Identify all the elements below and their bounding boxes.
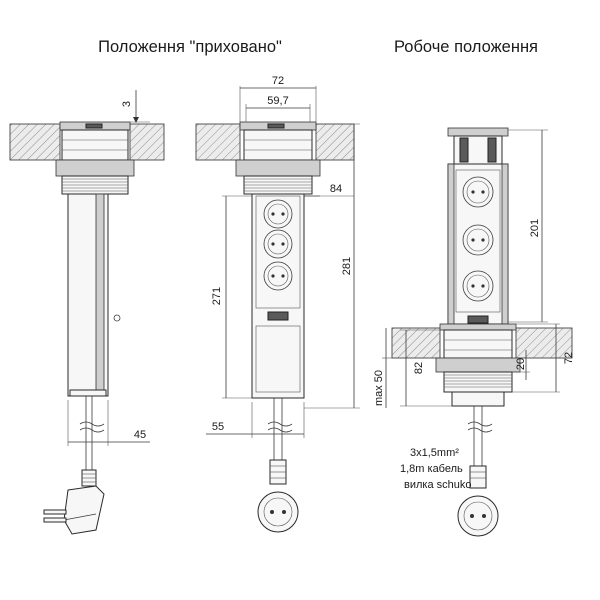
countertop-left-2 [195,123,241,161]
svg-text:271: 271 [211,287,223,305]
note-cable-section: 3x1,5mm² [410,447,459,459]
svg-text:82: 82 [413,362,425,374]
svg-text:84: 84 [330,183,342,195]
svg-text:3: 3 [121,101,133,107]
svg-text:281: 281 [341,257,353,275]
dim-side-84: 84 [304,183,354,197]
svg-text:201: 201 [529,219,541,237]
dim-height-281: 281 [304,123,360,409]
schuko-plug-front-icon [257,459,299,533]
socket-icon [263,229,293,259]
countertop-right-2 [315,123,355,161]
view-working: 201 82 max 50 20 72 3x1,5 [373,127,575,537]
mounting-nut-2 [235,159,321,177]
switch-icon [267,311,289,321]
svg-text:72: 72 [272,75,284,87]
view-front-hidden: 72 59,7 84 271 281 [195,75,360,533]
svg-text:45: 45 [134,429,146,441]
cap-top [447,127,509,137]
dim-width-72: 72 [239,75,317,122]
dim-top-3: 3 [121,90,150,125]
view-side-hidden: 3 45 [9,90,165,535]
dim-bottom-55: 55 [206,402,305,438]
mounting-nut [55,159,135,177]
dim-depth-82: 82 [400,329,452,407]
tower-body-front [251,193,305,399]
dim-bottom-45: 45 [67,400,150,446]
socket-icon [263,261,293,291]
socket-icon [462,270,494,302]
note-plug: вилка schuko [404,479,472,491]
svg-text:72: 72 [563,352,575,364]
dim-height-271: 271 [211,195,252,399]
socket-icon [462,224,494,256]
mounting-nut-3 [435,357,521,373]
switch-icon [467,315,489,324]
note-cable-length: 1,8m кабель [400,463,463,475]
svg-text:20: 20 [515,358,527,370]
title-working-position: Робоче положення [394,38,538,56]
svg-text:55: 55 [212,421,224,433]
countertop-left [9,123,61,161]
side-screw-icon [113,314,121,322]
countertop-right [129,123,165,161]
schuko-plug-front-icon [457,465,499,537]
dim-depth-72: 72 [512,323,575,393]
schuko-plug-side-icon [43,469,105,535]
cap-flange-3 [439,323,517,331]
dim-width-59-7: 59,7 [245,95,311,122]
neck-upper [61,129,129,161]
dim-max-50: max 50 [373,328,392,408]
countertop-left-3 [391,327,441,359]
tower-body-raised [447,163,509,325]
title-hidden-position: Положення "приховано" [98,38,282,56]
cap-latch [85,123,103,129]
dim-height-201: 201 [508,129,548,323]
countertop-right-3 [515,327,573,359]
socket-icon [462,176,494,208]
dim-depth-20: 20 [512,350,530,380]
svg-text:max 50: max 50 [373,370,385,406]
svg-text:59,7: 59,7 [267,95,288,107]
thread [61,175,129,195]
socket-icon [263,199,293,229]
